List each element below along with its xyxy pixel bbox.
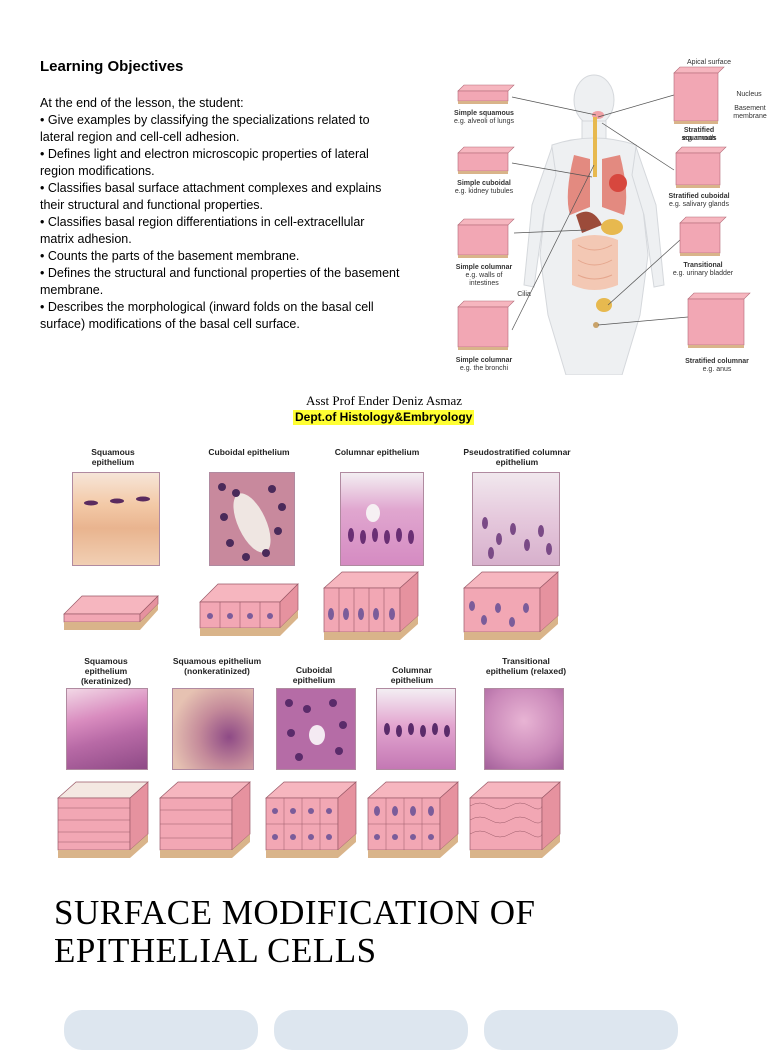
objectives-title: Learning Objectives xyxy=(40,58,184,75)
apical-surface-label: Apical surface xyxy=(687,59,731,66)
bottom-row-label: Squamous epithelium (keratinized) xyxy=(80,656,132,686)
squamous-diagram xyxy=(60,580,160,640)
basement-membrane-label: Basement membrane xyxy=(733,105,767,120)
title-line: SURFACE MODIFICATION OF xyxy=(54,893,536,932)
objectives-intro: At the end of the lesson, the student: xyxy=(40,96,244,110)
micrograph xyxy=(484,688,564,770)
epithelium-diagram xyxy=(265,781,357,858)
cell-type-example: e.g. urinary bladder xyxy=(672,270,734,277)
epithelium-diagram xyxy=(63,595,159,630)
stratified-cuboidal-diagram xyxy=(264,774,360,864)
cell-type-example: e.g. the bronchi xyxy=(459,365,509,372)
micrograph xyxy=(376,688,456,770)
cilia-label: Cilia xyxy=(517,291,531,298)
bottom-row-label: Cuboidal epithelium xyxy=(292,665,336,685)
cell-block xyxy=(687,292,751,348)
cell-type-example: e.g. walls of intestines xyxy=(465,272,503,287)
cell-type-name: Simple columnar xyxy=(455,357,513,364)
epithelium-diagram xyxy=(323,571,419,640)
micrograph-detail xyxy=(384,723,450,737)
cell-type-name: Stratified cuboidal xyxy=(668,193,730,200)
cell-block xyxy=(675,146,727,188)
cell-type-name: Simple columnar xyxy=(455,264,513,271)
cell-block xyxy=(457,84,515,104)
cell-type-example: e.g. salivary glands xyxy=(669,201,729,208)
cell-type-name: Simple squamous xyxy=(454,110,514,117)
transitional-diagram xyxy=(468,774,564,864)
micrograph-detail xyxy=(482,517,552,559)
cell-type-name: Stratified squamous xyxy=(681,127,717,142)
cell-type-name: Transitional xyxy=(683,262,723,269)
cell-type-example: e.g. mouth xyxy=(682,135,716,142)
micrograph-detail xyxy=(84,496,150,506)
cell-type-example: e.g. kidney tubules xyxy=(454,188,514,195)
micrograph xyxy=(72,472,160,566)
objective-item: • Give examples by classifying the speci… xyxy=(40,113,370,144)
micrograph xyxy=(472,472,560,566)
epithelium-diagram xyxy=(469,781,561,858)
epithelium-diagram xyxy=(367,781,459,858)
top-row-label: Cuboidal epithelium xyxy=(208,447,290,457)
micrograph-detail xyxy=(348,504,414,544)
cell-block xyxy=(673,66,725,124)
page-title: SURFACE MODIFICATION OF EPITHELIAL CELLS xyxy=(54,894,535,970)
cuboidal-diagram xyxy=(196,576,302,644)
bottom-row-label: Transitional epithelium (relaxed) xyxy=(485,656,567,676)
body-epithelium-figure: Apical surface Nucleus Basement membrane… xyxy=(452,55,768,376)
top-row-label: Squamous epithelium xyxy=(91,447,135,467)
objective-item: • Describes the morphological (inward fo… xyxy=(40,300,374,331)
micrograph xyxy=(340,472,424,566)
cell-type-name: Simple cuboidal xyxy=(457,180,511,187)
cell-type-name: Stratified columnar xyxy=(685,358,749,365)
objective-item: • Classifies basal region differentiatio… xyxy=(40,215,365,246)
author-name: Asst Prof Ender Deniz Asmaz xyxy=(306,393,462,408)
stratified-columnar-diagram xyxy=(366,774,462,864)
micrograph-detail xyxy=(285,699,347,761)
cell-type-example: e.g. alveoli of lungs xyxy=(454,118,514,125)
micrograph xyxy=(209,472,295,566)
department-highlight: Dept.of Histology&Embryology xyxy=(293,410,475,425)
pseudostratified-diagram xyxy=(460,566,564,650)
cell-type-example: e.g. anus xyxy=(702,366,732,373)
bottom-row-label: Columnar epithelium xyxy=(390,665,434,685)
columnar-diagram xyxy=(320,566,424,650)
bottom-row-label: Squamous epithelium (nonkeratinized) xyxy=(172,656,262,676)
objective-item: • Defines the structural and functional … xyxy=(40,266,400,297)
related-card[interactable] xyxy=(274,1010,468,1050)
top-row-label: Columnar epithelium xyxy=(334,447,420,457)
top-row-label: Pseudostratified columnar epithelium xyxy=(463,447,571,467)
nucleus-label: Nucleus xyxy=(736,91,762,98)
micrograph-detail xyxy=(218,483,286,561)
related-card[interactable] xyxy=(484,1010,678,1050)
objective-item: • Defines light and electron microscopic… xyxy=(40,147,369,178)
cell-block xyxy=(457,300,515,350)
objective-item: • Counts the parts of the basement membr… xyxy=(40,249,300,263)
cell-block xyxy=(457,146,515,174)
human-body-illustration xyxy=(457,66,751,376)
epithelium-diagram xyxy=(159,781,251,858)
cell-block xyxy=(457,218,515,258)
nonkeratinized-diagram xyxy=(158,774,254,864)
related-card[interactable] xyxy=(64,1010,258,1050)
epithelium-diagram xyxy=(57,781,149,858)
micrograph xyxy=(276,688,356,770)
keratinized-diagram xyxy=(56,774,152,864)
objective-item: • Classifies basal surface attachment co… xyxy=(40,181,382,212)
objectives-list: • Give examples by classifying the speci… xyxy=(40,112,400,333)
epithelium-diagram xyxy=(199,583,299,636)
cell-block xyxy=(679,216,727,256)
micrograph xyxy=(66,688,148,770)
title-line: EPITHELIAL CELLS xyxy=(54,931,377,970)
micrograph xyxy=(172,688,254,770)
epithelium-diagram xyxy=(463,571,559,640)
